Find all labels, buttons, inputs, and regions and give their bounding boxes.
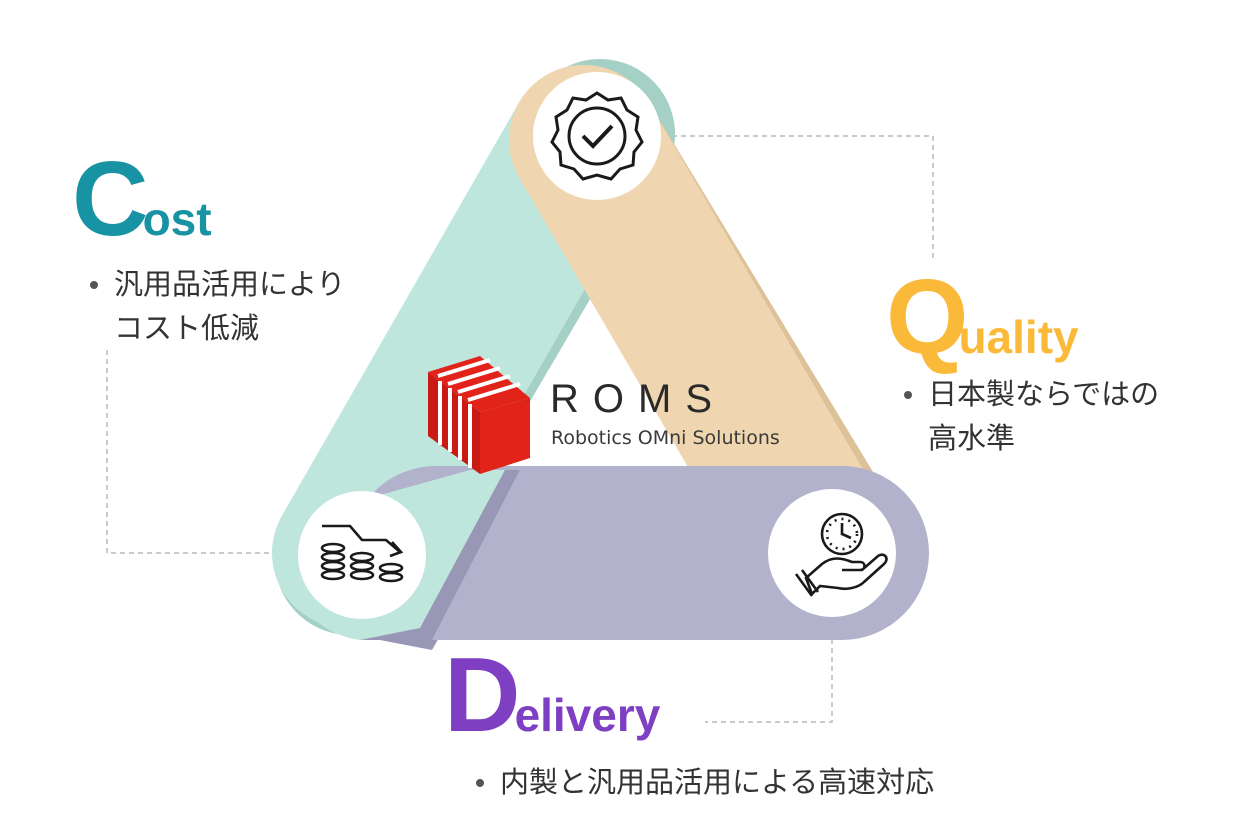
trend-arrow-line	[322, 524, 401, 553]
cuff-line	[794, 573, 814, 597]
cost-bullets: 汎用品活用により コスト低減	[84, 262, 404, 350]
cost-connector-line	[106, 350, 300, 554]
clock-hands	[840, 523, 852, 540]
quality-heading-initial: Q	[886, 258, 969, 376]
logo-stripe	[457, 374, 511, 394]
delivery-icon-circle	[768, 489, 896, 617]
quality-connector-line	[663, 135, 934, 258]
hand-outline	[804, 553, 888, 597]
cost-heading-initial: C	[72, 140, 149, 258]
cost-band-lower-shadow	[360, 470, 520, 640]
hand-clock-icon	[794, 512, 888, 597]
logo-tagline: Robotics OMni Solutions	[551, 427, 780, 449]
cost-heading: Cost	[72, 146, 212, 252]
cost-bullet-item: 汎用品活用により コスト低減	[84, 262, 404, 350]
logo-stripe	[447, 366, 501, 386]
cost-circle	[298, 491, 426, 619]
trend-arrow-head	[389, 541, 404, 558]
center-triangle	[520, 318, 680, 463]
clock-face	[820, 512, 864, 556]
logo-stripe	[437, 358, 491, 378]
connector-lines	[106, 135, 934, 723]
clock-face-inner	[825, 517, 859, 551]
coin	[320, 569, 346, 581]
delivery-heading-initial: D	[444, 636, 521, 754]
coin	[378, 571, 404, 583]
quality-heading-rest: uality	[958, 311, 1079, 363]
quality-circle	[533, 72, 661, 200]
roms-logo: ROMS Robotics OMni Solutions	[428, 356, 780, 474]
cuff-line	[800, 569, 820, 593]
logo-stripes	[437, 358, 521, 468]
delivery-heading-rest: elivery	[514, 689, 661, 741]
roms-logo-mark	[428, 356, 530, 474]
delivery-bullets: 内製と汎用品活用による高速対応	[470, 760, 1070, 804]
delivery-bullet-item: 内製と汎用品活用による高速対応	[470, 760, 1070, 804]
quality-bullets: 日本製ならではの 高水準	[898, 372, 1218, 460]
quality-icon-circle	[533, 72, 661, 200]
cost-heading-rest: ost	[142, 193, 212, 245]
coin	[349, 569, 375, 581]
logo-stripe	[467, 382, 521, 402]
cost-icon-circle	[298, 491, 426, 619]
seal-outline	[550, 91, 644, 181]
coins-down-arrow-icon	[320, 524, 404, 583]
logo-front-face	[480, 398, 530, 474]
quality-bullet-item: 日本製ならではの 高水準	[898, 372, 1218, 460]
check-mark	[581, 124, 614, 149]
logo-wordmark: ROMS	[550, 377, 726, 421]
delivery-circle	[768, 489, 896, 617]
quality-heading: Quality	[886, 264, 1079, 370]
seal-inner-ring	[567, 106, 627, 166]
quality-seal-check-icon	[550, 91, 644, 181]
delivery-heading: Delivery	[444, 642, 660, 748]
delivery-connector-line	[705, 612, 833, 723]
